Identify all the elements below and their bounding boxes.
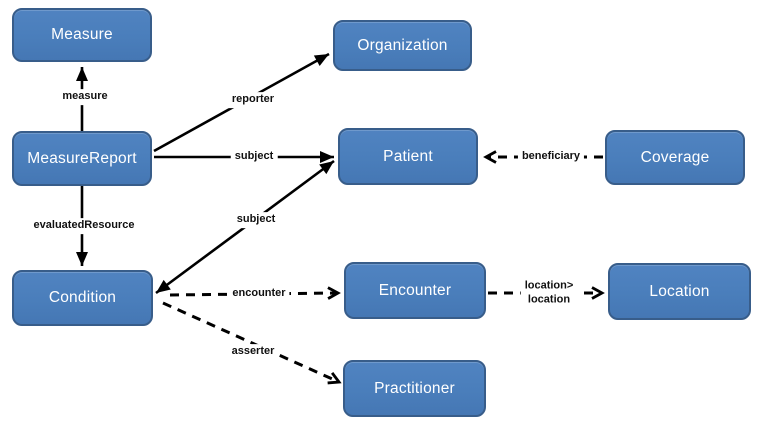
node-encounter: Encounter [344,262,486,319]
node-organization: Organization [333,20,472,71]
node-condition: Condition [12,270,153,326]
edge-label-location-line1: location> [524,279,574,292]
edge-label-asserter: asserter [227,344,279,360]
edge-label-measure: measure [58,89,112,105]
edge-label-beneficiary: beneficiary [517,149,585,165]
node-practitioner: Practitioner [343,360,486,417]
node-patient: Patient [338,128,478,185]
node-coverage: Coverage [605,130,745,185]
edge-label-evaluatedresource: evaluatedResource [29,218,139,234]
edge-label-subject-measurereport: subject [230,149,278,165]
edge-label-reporter: reporter [227,92,279,108]
edge-label-location-line2: location [527,293,571,305]
edge-label-location: location> location [520,278,578,308]
node-measurereport: MeasureReport [12,131,152,186]
edge-label-encounter: encounter [228,286,290,302]
edge-label-subject-condition: subject [232,212,280,228]
node-location: Location [608,263,751,320]
node-measure: Measure [12,8,152,62]
edge-asserter-line [162,301,342,385]
